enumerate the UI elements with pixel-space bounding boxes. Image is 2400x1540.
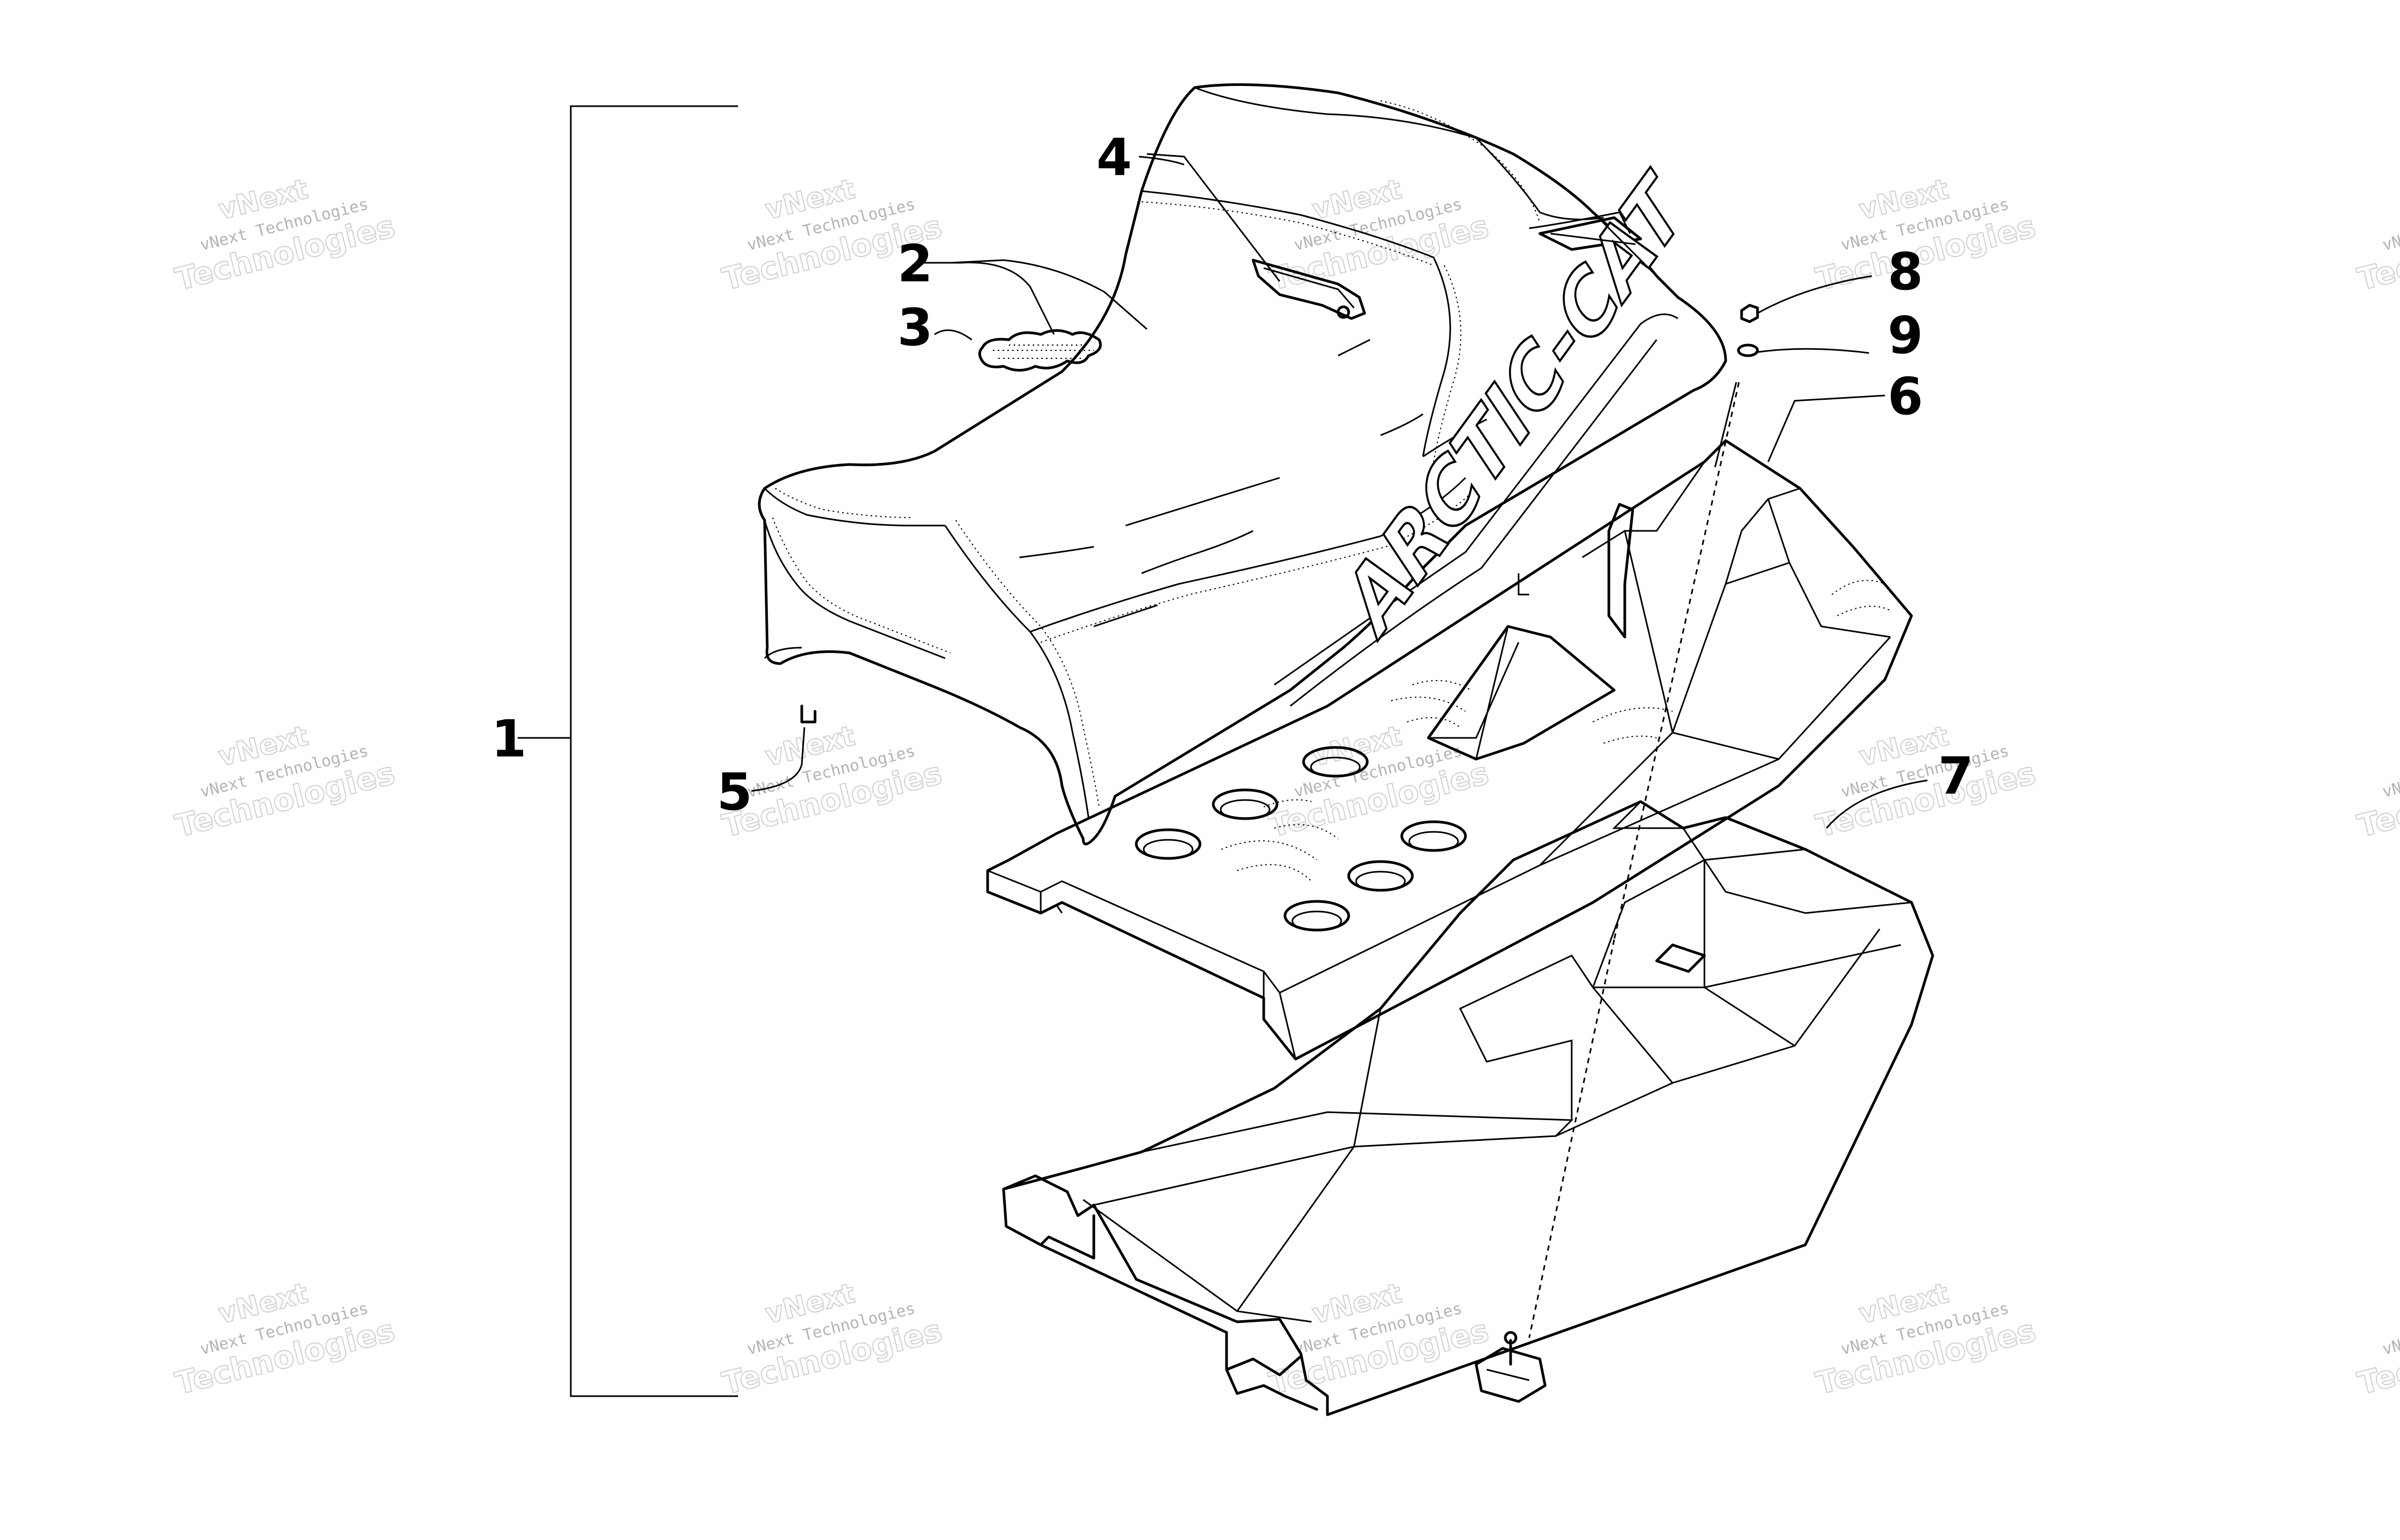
- watermark: vNext vNext Technologies Technologies: [2354, 719, 2400, 845]
- watermark: vNext vNext Technologies Technologies: [1265, 1277, 1493, 1402]
- watermark: vNext vNext Technologies Technologies: [718, 1277, 946, 1402]
- seat-fastener: [800, 704, 817, 724]
- callout-9: 9: [1888, 306, 1923, 365]
- svg-text:Technologies: Technologies: [2354, 1312, 2400, 1401]
- svg-text:vNext: vNext: [2397, 720, 2400, 773]
- seat-strap: [1252, 259, 1366, 320]
- watermark: vNext vNext Technologies Technologies: [2354, 1277, 2400, 1402]
- svg-text:vNext Technologies: vNext Technologies: [2380, 1299, 2400, 1359]
- svg-text:vNext Technologies: vNext Technologies: [2380, 195, 2400, 255]
- lower-seat-base: [1002, 800, 1934, 1416]
- svg-text:vNext Technologies: vNext Technologies: [2380, 742, 2400, 802]
- callout-6: 6: [1888, 367, 1923, 426]
- callout-2: 2: [897, 234, 933, 294]
- watermark: vNext vNext Technologies Technologies: [172, 719, 399, 845]
- watermark: vNext vNext Technologies Technologies: [172, 173, 399, 298]
- callouts: 1 2 3 4 5 6 7 8 9: [491, 128, 1974, 822]
- assembly-bracket: [518, 105, 738, 1397]
- watermark: vNext vNext Technologies Technologies: [1812, 719, 2040, 845]
- watermark: vNext vNext Technologies Technologies: [1812, 1277, 2040, 1402]
- watermark: vNext vNext Technologies Technologies: [1265, 173, 1493, 298]
- hardware-nut-washer: [1528, 304, 1759, 1338]
- svg-text:vNext: vNext: [2397, 1277, 2400, 1330]
- seat-pan-holes: [1135, 746, 1467, 932]
- watermark: vNext vNext Technologies Technologies: [172, 1277, 399, 1402]
- callout-8: 8: [1888, 242, 1923, 302]
- watermarks: vNext vNext Technologies Technologies vN…: [172, 173, 2400, 1402]
- callout-3: 3: [897, 298, 933, 357]
- callout-4: 4: [1096, 128, 1132, 187]
- svg-text:Technologies: Technologies: [2354, 208, 2400, 297]
- seat-decal: [978, 329, 1102, 372]
- callout-1: 1: [491, 709, 527, 769]
- callout-7: 7: [1938, 746, 1974, 806]
- callout-5: 5: [717, 762, 752, 822]
- leader-lines: [751, 153, 1928, 829]
- seat-pan: [986, 439, 1913, 1061]
- svg-text:vNext: vNext: [2397, 173, 2400, 226]
- watermark: vNext vNext Technologies Technologies: [2354, 173, 2400, 298]
- svg-text:Technologies: Technologies: [2354, 755, 2400, 844]
